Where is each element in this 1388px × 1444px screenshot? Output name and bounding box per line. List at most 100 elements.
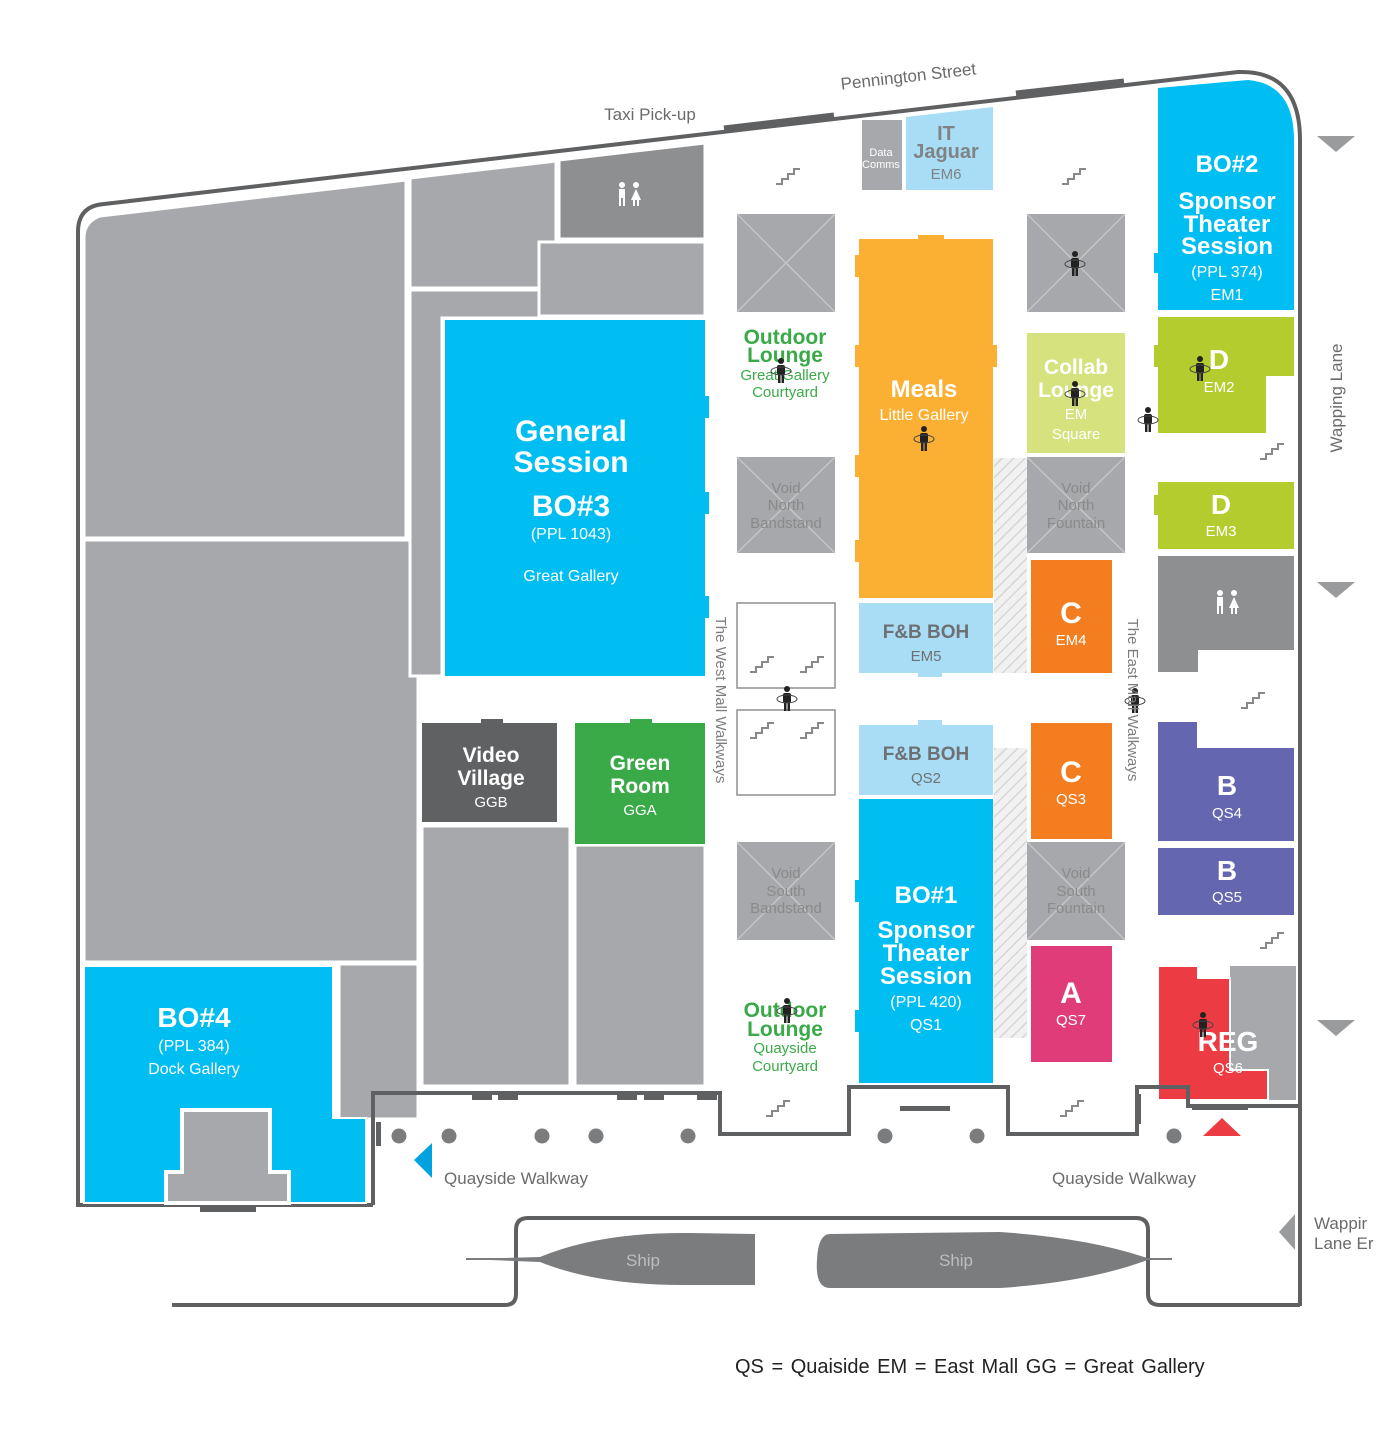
- bo2-line1: Sponsor: [1178, 188, 1275, 215]
- b-qs4-venue: QS4: [1212, 805, 1242, 822]
- outdoor-south-line2: Lounge: [747, 1018, 823, 1041]
- street-quayside-left: Quayside Walkway: [444, 1169, 588, 1188]
- outdoor-north-line1: Outdoor: [744, 326, 827, 349]
- boh-blocks: [82, 159, 707, 1121]
- street-wapping-lane: Wapping Lane: [1327, 343, 1346, 452]
- entrance-arrow-icon: [1203, 1118, 1241, 1136]
- restroom-block-east: [1158, 556, 1294, 672]
- data-comms-line1: Data: [869, 147, 893, 159]
- room-bo2[interactable]: [1158, 80, 1294, 310]
- room-fb-boh-qs2[interactable]: [859, 725, 993, 795]
- video-village-line2: Village: [457, 767, 524, 790]
- c-em4-venue: EM4: [1056, 632, 1087, 649]
- stairs-icon: [799, 656, 825, 673]
- green-room-venue: GGA: [623, 802, 656, 819]
- void-south-fountain-1: Void: [1061, 865, 1090, 882]
- bo4-venue: Dock Gallery: [148, 1061, 240, 1078]
- stairs-icon: [775, 168, 801, 185]
- direction-arrows: [1279, 136, 1355, 1250]
- void-north-bandstand-2: North: [768, 497, 805, 514]
- a-qs7-venue: QS7: [1056, 1012, 1086, 1029]
- room-it-jaguar[interactable]: [906, 107, 993, 190]
- bollard-icon: [969, 1128, 985, 1144]
- street-wapping-entry-1: Wappir: [1314, 1214, 1368, 1233]
- street-dash: [723, 112, 835, 133]
- stairs-icon: [1061, 168, 1087, 185]
- void-south-fountain-2: South: [1056, 883, 1095, 900]
- b-qs4-letter: B: [1217, 770, 1237, 801]
- void-south-bandstand-2: South: [766, 883, 805, 900]
- room-bo4[interactable]: [83, 965, 367, 1204]
- room-c-em4[interactable]: [1031, 560, 1112, 673]
- collab-lounge-venue1: EM: [1065, 406, 1088, 423]
- void-north-bandstand-3: Bandstand: [750, 515, 822, 532]
- bo1-line1: Sponsor: [877, 917, 974, 944]
- bollard-icon: [534, 1128, 550, 1144]
- stairs-icon: [799, 722, 825, 739]
- room-green-room[interactable]: [575, 723, 705, 844]
- room-b-qs5[interactable]: [1158, 848, 1294, 915]
- service-strip: [994, 458, 1027, 673]
- room-d-em2[interactable]: [1158, 317, 1294, 433]
- fb-boh-em5-name: F&B BOH: [883, 622, 970, 643]
- stairs-icon: [749, 722, 775, 739]
- c-qs3-venue: QS3: [1056, 791, 1086, 808]
- street-dash: [1015, 78, 1125, 98]
- outdoor-south-line4: Courtyard: [752, 1058, 818, 1075]
- site-outline: [76, 69, 1302, 1306]
- it-jaguar-venue: EM6: [931, 166, 962, 183]
- arrow-icon: [1317, 582, 1355, 598]
- room-d-em3[interactable]: [1158, 482, 1294, 549]
- room-fb-boh-em5[interactable]: [859, 603, 993, 673]
- room-bo1[interactable]: [859, 799, 993, 1083]
- ship-icon: [816, 1232, 1172, 1288]
- stairs-icon: [1240, 692, 1266, 709]
- d-em3-venue: EM3: [1206, 523, 1237, 540]
- a-qs7-letter: A: [1060, 977, 1082, 1010]
- restroom-block-north: [557, 141, 707, 241]
- room-a-qs7[interactable]: [1031, 946, 1112, 1062]
- it-jaguar-line2: Jaguar: [913, 141, 979, 163]
- bo1-venue: QS1: [910, 1017, 942, 1034]
- d-em2-venue: EM2: [1204, 379, 1235, 396]
- it-jaguar-line1: IT: [937, 123, 955, 145]
- general-session-venue: Great Gallery: [523, 568, 618, 585]
- stairs-icon: [765, 1100, 791, 1117]
- reg-name: REG: [1198, 1026, 1259, 1057]
- bollard-icons: [391, 1128, 1182, 1144]
- stairs-icon: [1259, 443, 1285, 460]
- room-c-qs3[interactable]: [1031, 723, 1112, 839]
- collab-lounge-line1: Collab: [1044, 356, 1108, 379]
- void-south-bandstand-3: Bandstand: [750, 900, 822, 917]
- bo2-venue: EM1: [1211, 287, 1244, 304]
- room-meals[interactable]: [859, 239, 993, 598]
- c-qs3-letter: C: [1060, 756, 1082, 789]
- meals-name: Meals: [891, 376, 958, 403]
- bo2-line3: Session: [1181, 233, 1273, 260]
- room-general-session[interactable]: [445, 320, 705, 676]
- outdoor-south-line3: Quayside: [753, 1040, 816, 1057]
- stairs-icon: [749, 656, 775, 673]
- service-strip: [994, 748, 1027, 1038]
- room-reg[interactable]: [1157, 965, 1269, 1101]
- outdoor-north-line2: Lounge: [747, 344, 823, 367]
- void-south-fountain-3: Fountain: [1047, 900, 1105, 917]
- video-village-venue: GGB: [474, 794, 507, 811]
- street-wapping-entry-2: Lane Er: [1314, 1234, 1374, 1253]
- meals-venue: Little Gallery: [880, 407, 969, 424]
- d-em2-letter: D: [1209, 344, 1229, 375]
- bollard-icon: [877, 1128, 893, 1144]
- room-data-comms[interactable]: [862, 120, 902, 190]
- collab-lounge-venue2: Square: [1052, 426, 1100, 443]
- room-video-village[interactable]: [422, 723, 557, 822]
- bo1-line3: Session: [880, 963, 972, 990]
- legend: QS = Quaiside EM = East Mall GG = Great …: [735, 1356, 1205, 1378]
- green-room-line1: Green: [610, 752, 671, 775]
- bollard-icon: [1166, 1128, 1182, 1144]
- room-b-qs4[interactable]: [1158, 722, 1294, 841]
- general-session-ppl: (PPL 1043): [531, 526, 611, 543]
- general-session-code: BO#3: [532, 490, 610, 523]
- arrow-icon: [1317, 136, 1355, 152]
- outdoor-north-line3: Great Gallery: [740, 367, 830, 384]
- door-marks: [376, 1094, 1141, 1146]
